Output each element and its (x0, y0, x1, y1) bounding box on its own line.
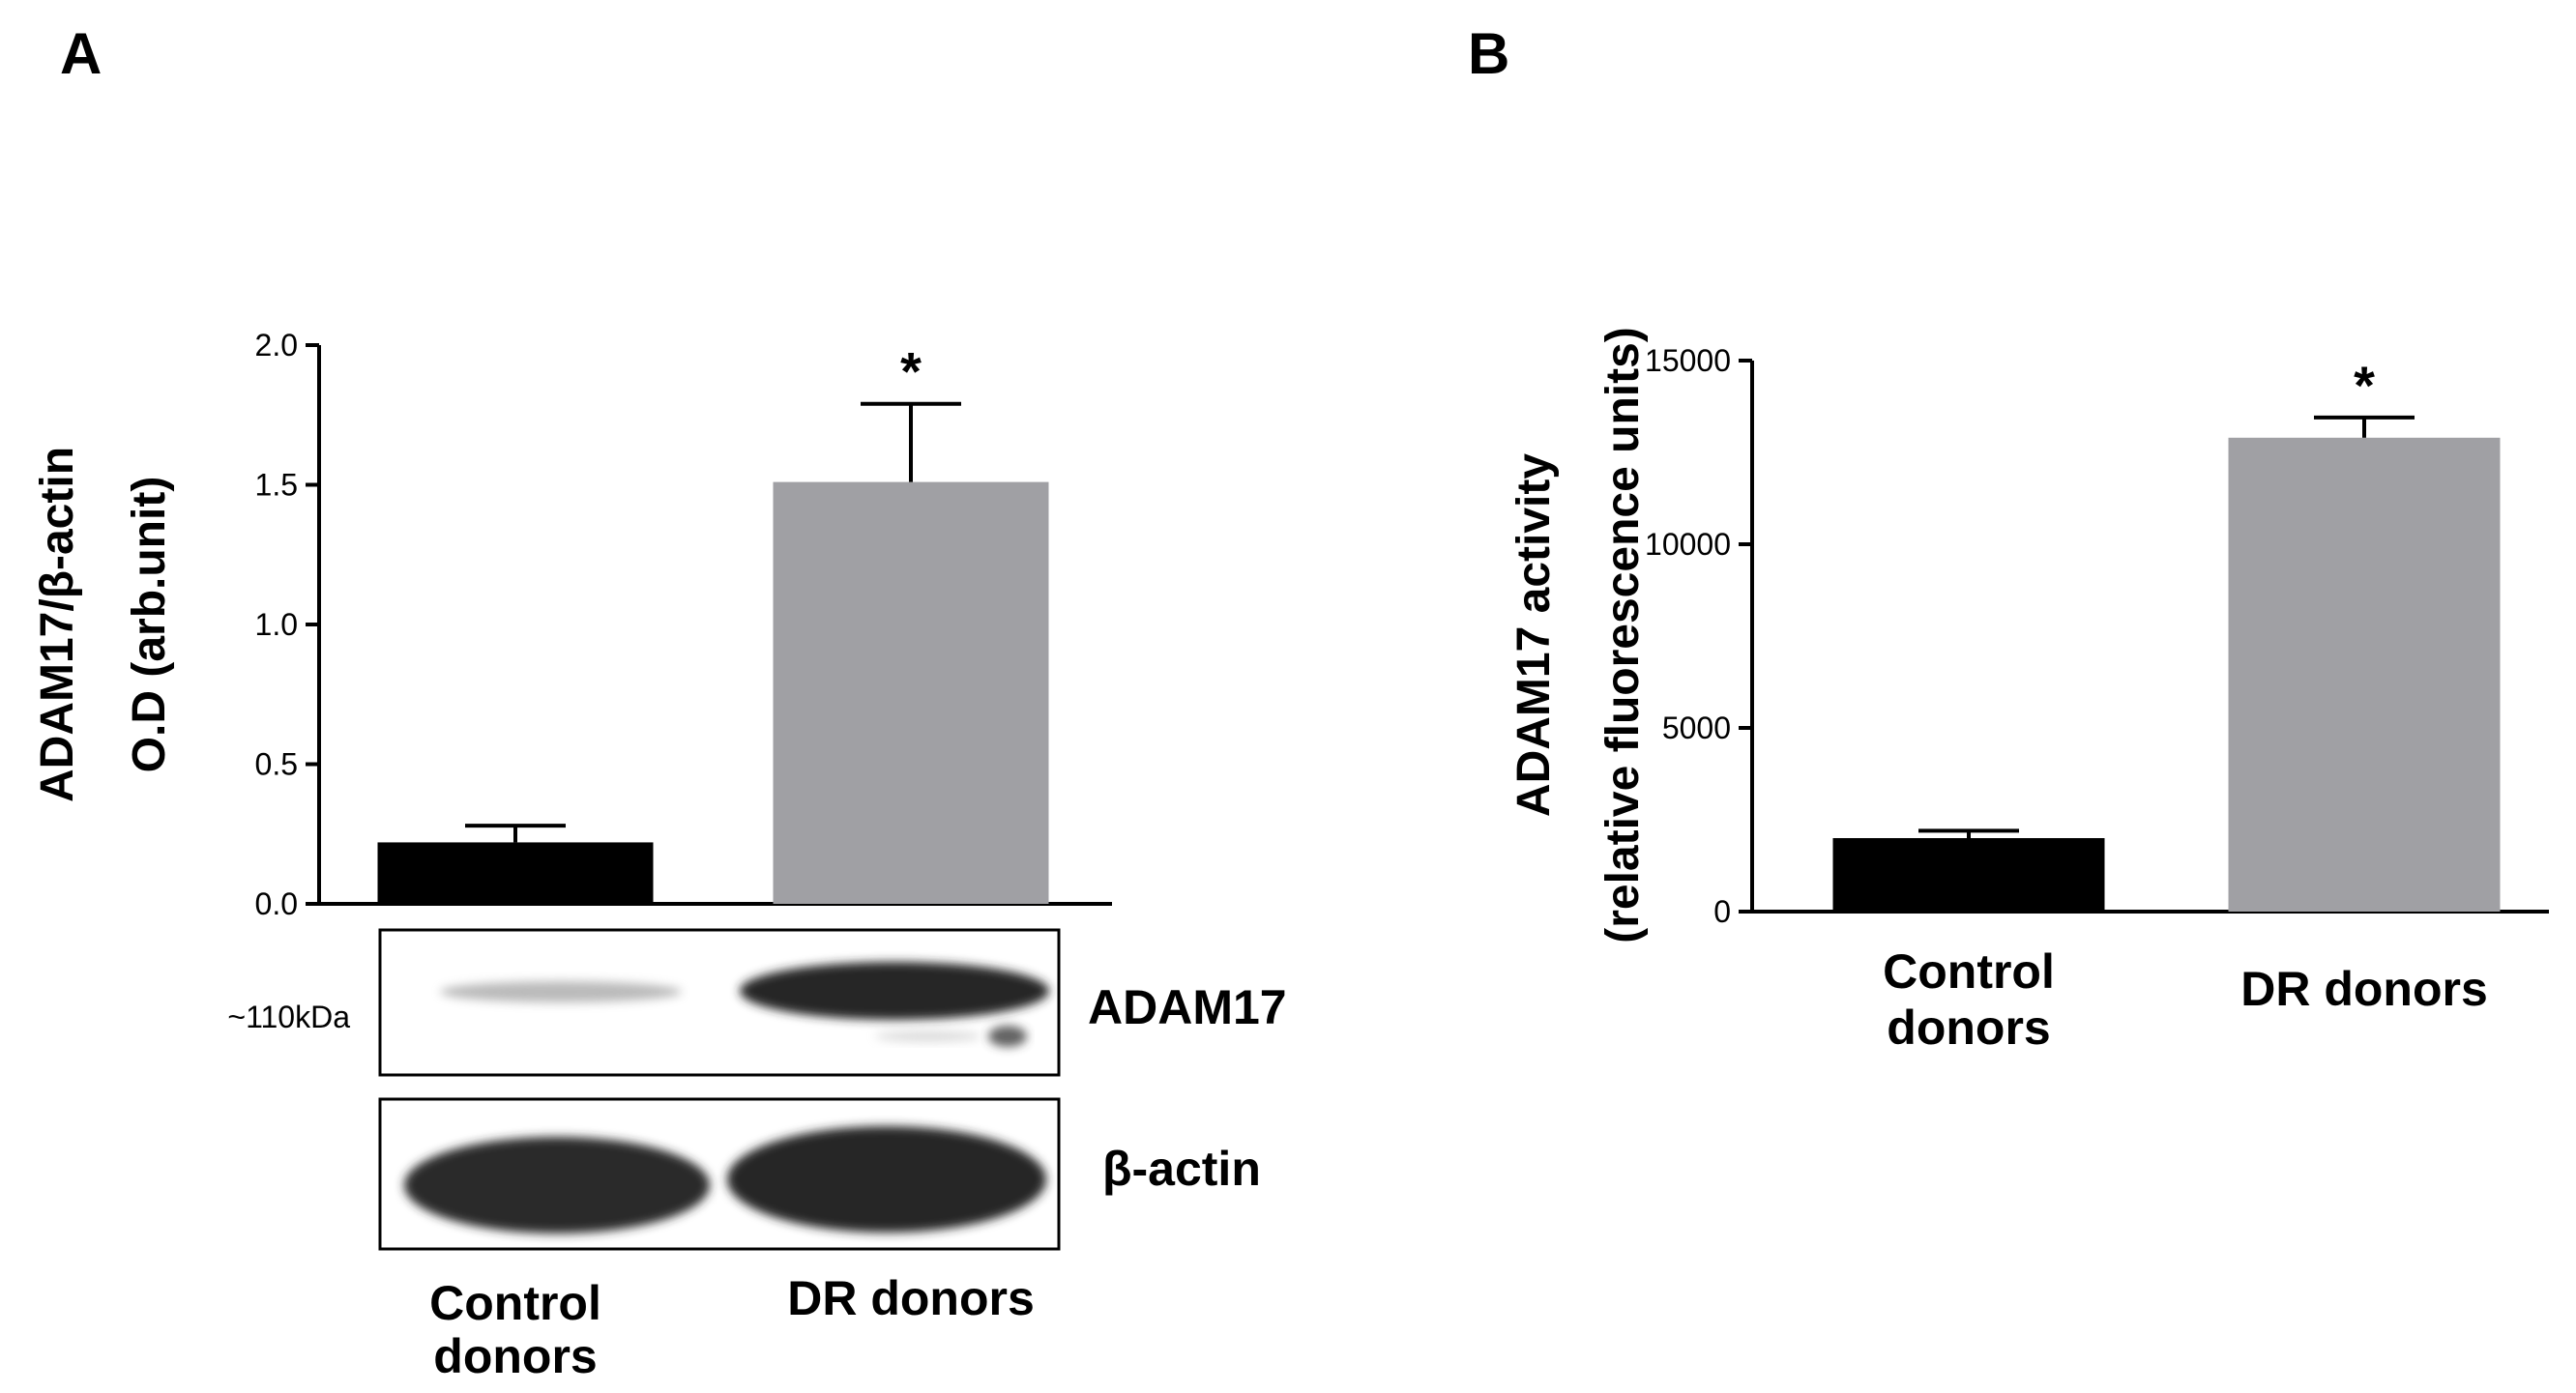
y-axis-label: ADAM17 activity (1508, 453, 1560, 817)
blot-band (727, 1126, 1046, 1233)
x-category-label: DR donors (2240, 962, 2488, 1016)
panel-letter-b: B (1468, 21, 1509, 86)
y-axis-label: (relative fluorescence units) (1597, 327, 1649, 943)
y-tick-label: 0 (1713, 894, 1731, 929)
y-tick-label: 10000 (1645, 527, 1731, 562)
molecular-weight-marker: ~110kDa (227, 1000, 350, 1034)
y-axis-label: ADAM17/β-actin (32, 447, 83, 802)
x-category-label: Control (1883, 944, 2055, 999)
x-category-label: DR donors (787, 1271, 1035, 1325)
blot-label-adam17: ADAM17 (1088, 980, 1287, 1034)
y-tick-label: 15000 (1645, 343, 1731, 378)
y-tick-label: 2.0 (255, 328, 298, 363)
y-tick-label: 5000 (1662, 711, 1731, 745)
bar (377, 842, 654, 904)
significance-marker: * (2354, 355, 2375, 416)
y-axis-label: O.D (arb.unit) (124, 477, 175, 773)
blot-band (875, 1030, 981, 1042)
blot-band (988, 1026, 1027, 1047)
western-blot-a: ADAM17 β-actin ~110kDa (227, 928, 1287, 1251)
y-tick-label: 0.5 (255, 747, 298, 782)
blot-band (404, 1137, 710, 1233)
y-tick-label: 0.0 (255, 886, 298, 921)
y-tick-label: 1.5 (255, 468, 298, 503)
x-category-label: donors (433, 1329, 597, 1383)
bar (773, 481, 1049, 904)
panel-letter-a: A (60, 21, 102, 86)
blot-band (440, 981, 682, 1002)
significance-marker: * (900, 341, 922, 402)
bar (2228, 437, 2501, 912)
x-category-label: donors (1887, 1001, 2050, 1055)
y-tick-label: 1.0 (255, 607, 298, 642)
blot-label-beta-actin: β-actin (1102, 1142, 1261, 1196)
x-category-label: Control (429, 1276, 601, 1330)
bar (1832, 838, 2105, 912)
blot-band (740, 962, 1049, 1020)
